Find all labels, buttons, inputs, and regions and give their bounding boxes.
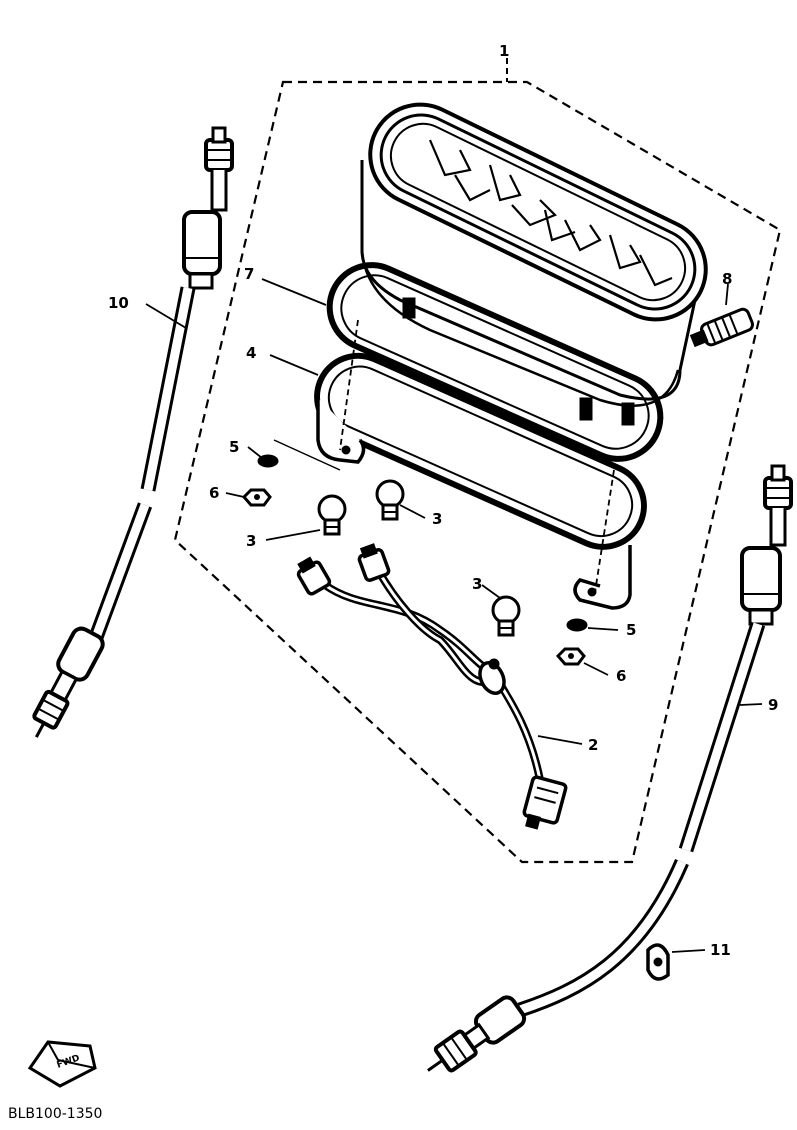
callout-5b: 5 [626,621,636,639]
bulb-c [491,595,521,637]
callout-3c: 3 [472,575,482,593]
wire-harness [296,543,568,830]
callout-6b: 6 [616,667,626,685]
assembly-boundary [173,80,782,864]
nut-6a [241,488,272,507]
callout-6a: 6 [209,484,219,502]
callout-5a: 5 [229,438,239,456]
callout-10: 10 [108,294,129,312]
bulb-b [375,479,405,521]
fwd-arrow-icon [27,1040,97,1088]
nut-6b [555,647,586,666]
callout-11: 11 [710,941,731,959]
bulb-a [317,494,347,536]
drawing-code: BLB100-1350 [8,1106,102,1122]
bracket [273,319,647,610]
cable-clamp [646,943,670,981]
reset-knob [689,307,755,348]
tachometer-cable [427,464,793,1073]
callout-8: 8 [722,270,732,288]
leader-lines [145,278,763,953]
washer-5b [566,618,588,632]
speedometer-cable [32,126,234,738]
callout-1: 1 [499,42,509,60]
callout-3a: 3 [432,510,442,528]
meter-housing [360,102,708,426]
callout-labels: 1 2 3 3 3 4 5 5 6 6 7 8 9 10 11 [108,42,778,959]
callout-7: 7 [244,265,254,283]
callout-4: 4 [246,344,256,362]
gasket-ring [326,262,664,462]
callout-2: 2 [588,736,598,754]
washer-5a [257,454,279,468]
callout-3b: 3 [246,532,256,550]
callout-9: 9 [768,696,778,714]
